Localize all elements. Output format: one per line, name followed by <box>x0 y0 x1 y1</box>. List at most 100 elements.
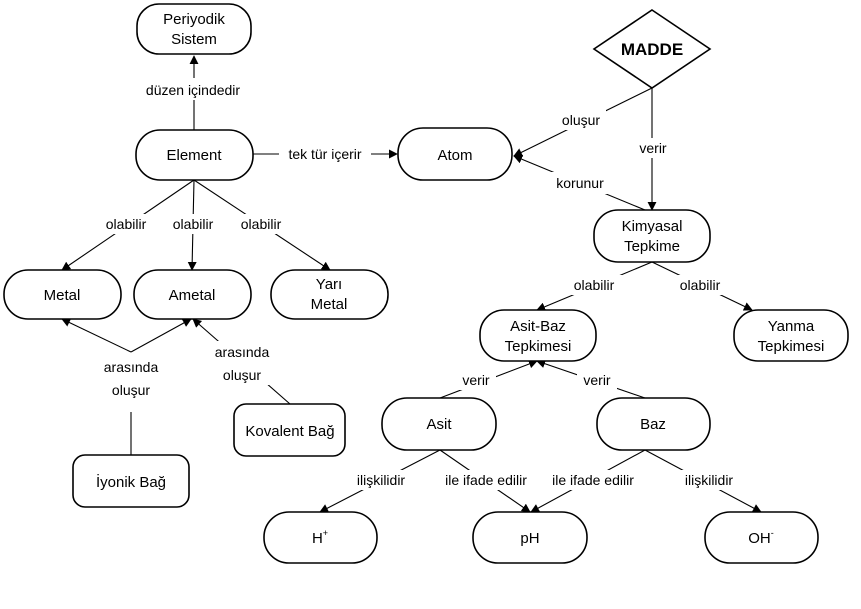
svg-text:OH-: OH- <box>748 528 774 547</box>
edge-label-arasinda-iyonik: arasında oluşur <box>96 356 166 400</box>
svg-text:Element: Element <box>166 147 222 164</box>
svg-text:pH: pH <box>520 530 539 547</box>
svg-text:Kimyasal: Kimyasal <box>622 218 683 235</box>
svg-text:olabilir: olabilir <box>680 277 721 293</box>
svg-text:tek tür içerir: tek tür içerir <box>288 146 361 162</box>
edge-label-text: verir <box>639 140 667 156</box>
svg-text:arasında: arasında <box>104 359 159 375</box>
edge-label-text: arasında <box>104 359 159 375</box>
node-label: Asit-Baz <box>510 318 566 335</box>
edge-label-text: verir <box>583 372 611 388</box>
edge-label-text: oluşur <box>562 112 600 128</box>
svg-text:Baz: Baz <box>640 416 666 433</box>
node-label: Element <box>166 147 222 164</box>
node-label: Asit <box>426 416 452 433</box>
node-element: Element <box>135 129 254 181</box>
node-label: Yarı <box>316 276 342 293</box>
svg-text:olabilir: olabilir <box>574 277 615 293</box>
edge-label-text: olabilir <box>574 277 615 293</box>
edge-label-olabilir-ametal: olabilir <box>165 214 221 234</box>
node-label: Ametal <box>169 287 216 304</box>
edge-label-iliskili-h: ilişkilidir <box>346 470 416 490</box>
edge-label-text: ilişkilidir <box>685 472 734 488</box>
svg-text:verir: verir <box>583 372 611 388</box>
node-iyonik-bag: İyonik Bağ <box>72 454 190 508</box>
edge-label-verir-madde: verir <box>633 138 673 158</box>
svg-text:olabilir: olabilir <box>173 216 214 232</box>
svg-text:Metal: Metal <box>44 287 81 304</box>
svg-text:Tepkimesi: Tepkimesi <box>505 338 572 355</box>
node-label: pH <box>520 530 539 547</box>
svg-text:ile ifade edilir: ile ifade edilir <box>552 472 634 488</box>
node-kovalent-bag: Kovalent Bağ <box>233 403 346 457</box>
edge-label-ifade-asit: ile ifade edilir <box>434 470 538 490</box>
edge-label-text: olabilir <box>680 277 721 293</box>
svg-text:İyonik Bağ: İyonik Bağ <box>96 473 166 491</box>
node-label: OH <box>748 530 771 547</box>
node-ametal: Ametal <box>133 269 252 320</box>
svg-text:düzen içindedir: düzen içindedir <box>146 82 241 98</box>
node-label-superscript: - <box>771 528 774 538</box>
node-label: Periyodik <box>163 11 225 28</box>
svg-text:oluşur: oluşur <box>112 382 150 398</box>
svg-text:olabilir: olabilir <box>106 216 147 232</box>
node-label: Kovalent Bağ <box>245 423 334 440</box>
node-oh-minus: OH- <box>704 511 819 564</box>
svg-text:oluşur: oluşur <box>223 367 261 383</box>
svg-text:arasında: arasında <box>215 344 270 360</box>
edge-label-duzen: düzen içindedir <box>137 78 249 100</box>
svg-text:Kovalent Bağ: Kovalent Bağ <box>245 423 334 440</box>
svg-text:Sistem: Sistem <box>171 31 217 48</box>
node-label: Metal <box>44 287 81 304</box>
node-label: Tepkime <box>624 238 680 255</box>
node-baz: Baz <box>596 397 711 451</box>
svg-text:olabilir: olabilir <box>241 216 282 232</box>
edge-label-olusur-madde: oluşur <box>556 110 606 130</box>
svg-text:Metal: Metal <box>311 296 348 313</box>
svg-text:Asit-Baz: Asit-Baz <box>510 318 566 335</box>
edge-label-text: oluşur <box>112 382 150 398</box>
node-label: İyonik Bağ <box>96 473 166 491</box>
svg-text:Tepkimesi: Tepkimesi <box>758 338 825 355</box>
svg-text:Atom: Atom <box>437 147 472 164</box>
svg-text:korunur: korunur <box>556 175 604 191</box>
edge-label-tek-tur: tek tür içerir <box>279 144 371 164</box>
node-metal: Metal <box>3 269 122 320</box>
node-label: Tepkimesi <box>758 338 825 355</box>
edge-label-olabilir-asitbaz: olabilir <box>566 275 622 295</box>
node-label: Kimyasal <box>622 218 683 235</box>
node-atom: Atom <box>397 127 513 181</box>
svg-text:H+: H+ <box>312 528 328 547</box>
edge-label-olabilir-metal: olabilir <box>98 214 154 234</box>
node-periyodik-sistem: Periyodik Sistem <box>136 3 252 55</box>
edge-label-text: düzen içindedir <box>146 82 241 98</box>
svg-text:ilişkilidir: ilişkilidir <box>685 472 734 488</box>
edge-label-text: olabilir <box>106 216 147 232</box>
nodes: Periyodik Sistem Element Atom MADDE Kimy… <box>3 3 849 564</box>
edge-label-text: oluşur <box>223 367 261 383</box>
edge-label-text: olabilir <box>173 216 214 232</box>
svg-text:ile ifade edilir: ile ifade edilir <box>445 472 527 488</box>
edge-label-verir-asit: verir <box>456 370 496 390</box>
edge-label-verir-baz: verir <box>577 370 617 390</box>
node-label: Atom <box>437 147 472 164</box>
node-yanma-tepkimesi: Yanma Tepkimesi <box>733 309 849 362</box>
svg-text:oluşur: oluşur <box>562 112 600 128</box>
node-label: Yanma <box>768 318 815 335</box>
svg-text:Ametal: Ametal <box>169 287 216 304</box>
node-yari-metal: Yarı Metal <box>270 269 389 320</box>
edge-label-text: verir <box>462 372 490 388</box>
edge-label-text: olabilir <box>241 216 282 232</box>
node-h-plus: H+ <box>263 511 378 564</box>
node-asit-baz-tepkimesi: Asit-Baz Tepkimesi <box>479 309 597 362</box>
node-label-superscript: + <box>323 528 328 538</box>
svg-text:verir: verir <box>462 372 490 388</box>
edge-label-text: korunur <box>556 175 604 191</box>
edge-label-iliskili-oh: ilişkilidir <box>674 470 744 490</box>
node-ph: pH <box>472 511 588 564</box>
svg-text:Periyodik: Periyodik <box>163 11 225 28</box>
node-madde: MADDE <box>592 9 712 89</box>
edge-label-text: ilişkilidir <box>357 472 406 488</box>
edge-label-text: arasında <box>215 344 270 360</box>
